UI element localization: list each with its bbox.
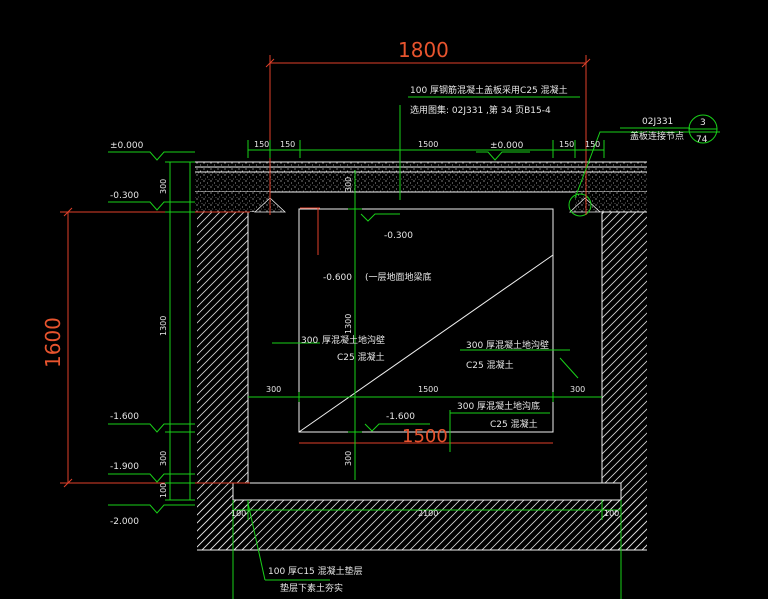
dim-v-300-slab: 300 bbox=[344, 177, 353, 192]
dim-1600: 1600 bbox=[41, 317, 65, 368]
level-m0300-in: -0.300 bbox=[384, 231, 413, 241]
floor-note-1: 300 厚混凝土地沟底 bbox=[457, 400, 540, 412]
level-m1600-in: -1.600 bbox=[386, 412, 415, 422]
level-m0300: -0.300 bbox=[110, 191, 139, 201]
dim-1500-inner: 1500 bbox=[402, 426, 448, 447]
cover-note-1: 100 厚钢筋混凝土盖板采用C25 混凝土 bbox=[410, 84, 568, 96]
first-floor-note: (一层地面地梁底 bbox=[365, 271, 432, 283]
level-m0600: -0.600 bbox=[323, 273, 352, 283]
dim-v-300-top: 300 bbox=[159, 179, 168, 194]
detail-title: 盖板连接节点 bbox=[630, 130, 684, 142]
dim-1500-top: 1500 bbox=[418, 140, 438, 149]
dimension-lines bbox=[108, 96, 720, 599]
wall-left-note-2: C25 混凝土 bbox=[337, 351, 385, 363]
detail-page: 74 bbox=[696, 135, 708, 145]
wall-right-note-1: 300 厚混凝土地沟壁 bbox=[466, 339, 549, 351]
level-pm0: ±0.000 bbox=[110, 141, 144, 151]
floor-note-2: C25 混凝土 bbox=[490, 418, 538, 430]
dim-base-2100: 2100 bbox=[418, 509, 438, 518]
dim-base-100-right: 100 bbox=[604, 509, 619, 518]
dim-v-100: 100 bbox=[159, 483, 168, 498]
dim-v-1300: 1300 bbox=[159, 316, 168, 336]
level-labels: ±0.000 ±0.000 -0.300 -0.300 -0.600 -1.60… bbox=[110, 141, 524, 527]
level-m1900: -1.900 bbox=[110, 462, 139, 472]
detail-circle bbox=[568, 193, 592, 217]
dim-v-300-mid: 300 bbox=[159, 451, 168, 466]
dim-base-100-left: 100 bbox=[231, 509, 246, 518]
detail-ref: 02J331 bbox=[642, 117, 673, 127]
pad-note-2: 垫层下素土夯实 bbox=[280, 582, 343, 594]
dim-150-c: 150 bbox=[559, 140, 574, 149]
level-pm0-top: ±0.000 bbox=[490, 141, 524, 151]
dimension-labels: 150 150 1500 150 150 300 1300 300 100 30… bbox=[159, 140, 619, 518]
dim-1800: 1800 bbox=[398, 38, 449, 62]
dim-150-b: 150 bbox=[280, 140, 295, 149]
seat-right bbox=[568, 197, 602, 213]
pad-note-1: 100 厚C15 混凝土垫层 bbox=[268, 565, 363, 577]
wall-left-note-1: 厚混凝土地沟壁 bbox=[322, 334, 385, 346]
inner-channel bbox=[298, 208, 554, 433]
base-slab bbox=[197, 500, 647, 550]
dim-1500-mid: 1500 bbox=[418, 385, 438, 394]
annotation-notes: 100 厚钢筋混凝土盖板采用C25 混凝土 选用图集: 02J331 ,第 34… bbox=[268, 84, 708, 594]
wall-right-note-2: C25 混凝土 bbox=[466, 359, 514, 371]
dim-v-1300-inner: 1300 bbox=[344, 314, 353, 334]
dim-wall-300-right: 300 bbox=[570, 385, 585, 394]
ground-layer-left bbox=[195, 192, 270, 212]
level-m1600: -1.600 bbox=[110, 412, 139, 422]
detail-num: 3 bbox=[700, 118, 706, 128]
wall-left-num: 300 bbox=[301, 336, 318, 346]
dim-150-a: 150 bbox=[254, 140, 269, 149]
cover-note-2: 选用图集: 02J331 ,第 34 页B15-4 bbox=[410, 104, 551, 116]
dim-wall-300-left: 300 bbox=[266, 385, 281, 394]
dim-150-d: 150 bbox=[585, 140, 600, 149]
level-m2000: -2.000 bbox=[110, 517, 139, 527]
overall-dimensions: 1800 1600 1500 bbox=[41, 38, 591, 488]
dim-v-300-base: 300 bbox=[344, 451, 353, 466]
concrete-pad bbox=[232, 482, 622, 501]
structure bbox=[195, 161, 647, 551]
